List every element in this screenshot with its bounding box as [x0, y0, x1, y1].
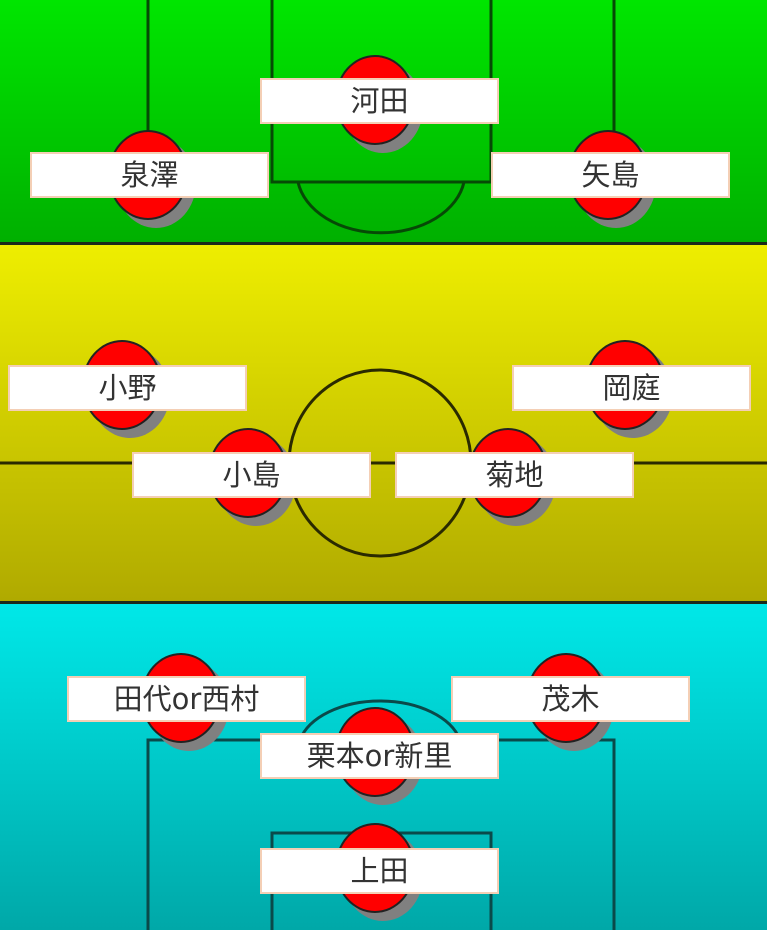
player-name-label: 矢島	[491, 152, 730, 198]
player-name-label: 岡庭	[512, 365, 751, 411]
zone-divider	[0, 242, 767, 245]
zone-divider	[0, 601, 767, 604]
player-name-label: 河田	[260, 78, 499, 124]
player-name-label: 田代or西村	[67, 676, 306, 722]
player-name-label: 栗本or新里	[260, 733, 499, 779]
player-name-label: 小島	[132, 452, 371, 498]
player-name-label: 菊地	[395, 452, 634, 498]
player-name-label: 上田	[260, 848, 499, 894]
player-name-label: 泉澤	[30, 152, 269, 198]
player-name-label: 小野	[8, 365, 247, 411]
player-name-label: 茂木	[451, 676, 690, 722]
